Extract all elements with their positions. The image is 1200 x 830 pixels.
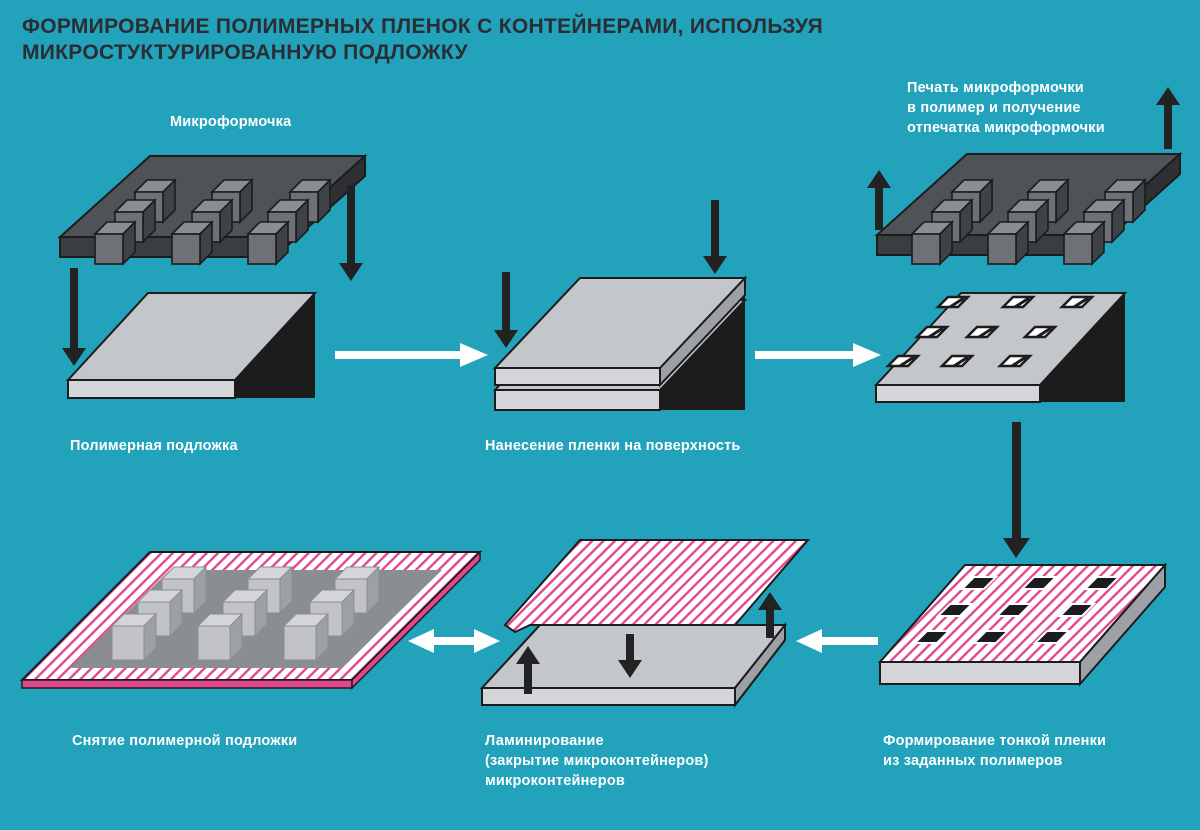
printing-mold [874,151,1183,265]
label-removal: Снятие полимерной подложки [72,733,298,749]
arrow-down-icon [494,272,518,348]
removed-substrate [19,550,483,690]
arrow-left-icon [796,629,878,653]
title-line-2: МИКРОСТУКТУРИРОВАННУЮ ПОДЛОЖКУ [22,41,468,64]
label-thin-film: Формирование тонкой пленки из заданных п… [883,731,1106,771]
film-coating-block [492,275,748,411]
dark-arrows [62,87,1180,694]
label-lamination-line-3: микроконтейнеров [485,773,626,789]
label-mold: Микроформочка [170,114,292,130]
label-lamination-line-1: Ламинирование [485,733,604,749]
arrow-down-icon [703,200,727,274]
polymer-substrate [65,292,318,399]
arrow-up-icon [516,646,540,694]
arrow-down-icon [62,268,86,366]
mold-stamp [57,153,368,265]
arrow-down-icon [1003,422,1030,558]
arrow-up-icon [758,592,782,638]
arrow-double-icon [408,629,500,653]
arrow-right-icon [755,343,881,367]
label-coating: Нанесение пленки на поверхность [485,438,741,454]
arrow-down-icon [339,185,363,281]
label-lamination: Ламинирование (закрытие микроконтейнеров… [485,731,709,791]
label-print-line-3: отпечатка микроформочки [907,120,1105,136]
label-substrate: Полимерная подложка [70,438,238,454]
label-print-line-1: Печать микроформочки [907,80,1084,96]
imprinted-substrate [873,292,1128,403]
label-thin-film-line-1: Формирование тонкой пленки [883,733,1107,749]
flow-arrows [335,343,881,653]
arrow-right-icon [335,343,488,367]
thin-film-block [877,562,1168,687]
label-thin-film-line-2: из заданных полимеров [883,753,1063,769]
page-title: ФОРМИРОВАНИЕ ПОЛИМЕРНЫХ ПЛЕНОК С КОНТЕЙН… [22,14,823,66]
arrow-up-icon [867,170,891,230]
arrow-up-icon [1156,87,1180,149]
label-lamination-line-2: (закрытие микроконтейнеров) [485,753,709,769]
label-print-line-2: в полимер и получение [907,100,1081,116]
label-print: Печать микроформочки в полимер и получен… [907,78,1105,138]
title-line-1: ФОРМИРОВАНИЕ ПОЛИМЕРНЫХ ПЛЕНОК С КОНТЕЙН… [22,15,824,38]
arrow-down-icon [618,634,642,678]
